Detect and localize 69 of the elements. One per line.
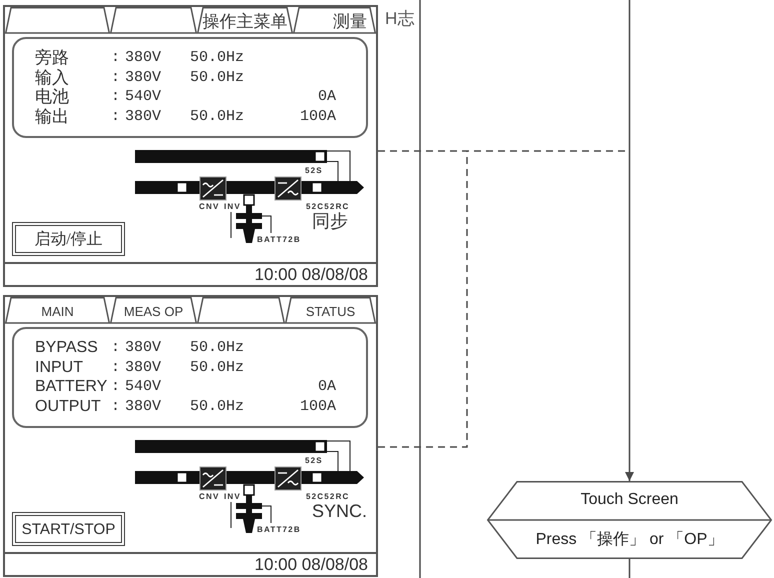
colon: :: [111, 358, 120, 378]
menu-tab: [197, 297, 285, 323]
step-instruction: Press 「操作」 or 「OP」: [536, 530, 724, 550]
readings-panel: [12, 327, 368, 428]
measurement-name: BYPASS: [35, 338, 98, 358]
measurement-value: 540V: [125, 377, 162, 397]
touch-button: START/STOP: [12, 512, 125, 546]
measurement-value: 380V: [125, 68, 162, 88]
switch-tag: 52S: [305, 456, 323, 465]
measurement-value: 50.0Hz: [190, 68, 244, 88]
menu-tab: [110, 7, 197, 33]
readings-panel: [12, 37, 368, 138]
hexagon-step: [487, 481, 772, 559]
measurement-value: 50.0Hz: [190, 397, 244, 417]
colon: :: [111, 377, 120, 397]
menu-tab: STATUS: [285, 297, 376, 323]
colon: :: [111, 68, 120, 88]
measurement-name: 输出: [35, 107, 69, 127]
dashed-connector: [378, 151, 468, 448]
switch-tag: 52C52RC: [306, 202, 350, 211]
measurement-value: 100A: [300, 397, 336, 417]
menu-tab: MAIN: [5, 297, 110, 323]
measurement-value: 380V: [125, 48, 162, 68]
date-time: 10:00 08/08/08: [254, 265, 368, 285]
menu-tab: 测量: [293, 7, 376, 33]
measurement-value: 380V: [125, 107, 162, 127]
display-screen: [3, 295, 378, 577]
measurement-value: 380V: [125, 397, 162, 417]
flow-line: [628, 559, 630, 578]
menu-tab: 操作主菜单: [197, 7, 293, 33]
menu-tab: [5, 7, 110, 33]
converter-tag: CNV: [199, 202, 220, 211]
measurement-value: 100A: [300, 107, 336, 127]
measurement-value: 50.0Hz: [190, 358, 244, 378]
measurement-value: 50.0Hz: [190, 48, 244, 68]
converter-tag: CNV: [199, 492, 220, 501]
switch-tag: 52C52RC: [306, 492, 350, 501]
colon: :: [111, 87, 120, 107]
sync-status: 同步: [312, 211, 348, 231]
inverter-tag: INV: [224, 202, 241, 211]
battery-tag: BATT72B: [257, 525, 301, 534]
step-title: Touch Screen: [580, 490, 678, 510]
display-screen: [3, 5, 378, 287]
measurement-value: 0A: [318, 377, 336, 397]
measurement-value: 0A: [318, 87, 336, 107]
sync-status: SYNC.: [312, 501, 368, 521]
measurement-value: 50.0Hz: [190, 338, 244, 358]
measurement-name: BATTERY: [35, 377, 108, 397]
measurement-name: 旁路: [35, 48, 69, 68]
measurement-value: 540V: [125, 87, 162, 107]
measurement-name: OUTPUT: [35, 397, 101, 417]
measurement-value: 380V: [125, 338, 162, 358]
colon: :: [111, 397, 120, 417]
battery-tag: BATT72B: [257, 235, 301, 244]
date-time: 10:00 08/08/08: [254, 555, 368, 575]
colon: :: [111, 48, 120, 68]
tab-title: H志: [385, 8, 414, 30]
colon: :: [111, 338, 120, 358]
measurement-name: 电池: [35, 87, 69, 107]
menu-tab: MEAS OP: [110, 297, 197, 323]
touch-button: 启动/停止: [12, 222, 125, 256]
colon: :: [111, 107, 120, 127]
measurement-name: INPUT: [35, 358, 83, 378]
flow-arrow: [625, 0, 634, 481]
inverter-tag: INV: [224, 492, 241, 501]
measurement-name: 输入: [35, 68, 69, 88]
measurement-value: 50.0Hz: [190, 107, 244, 127]
switch-tag: 52S: [305, 166, 323, 175]
measurement-value: 380V: [125, 358, 162, 378]
